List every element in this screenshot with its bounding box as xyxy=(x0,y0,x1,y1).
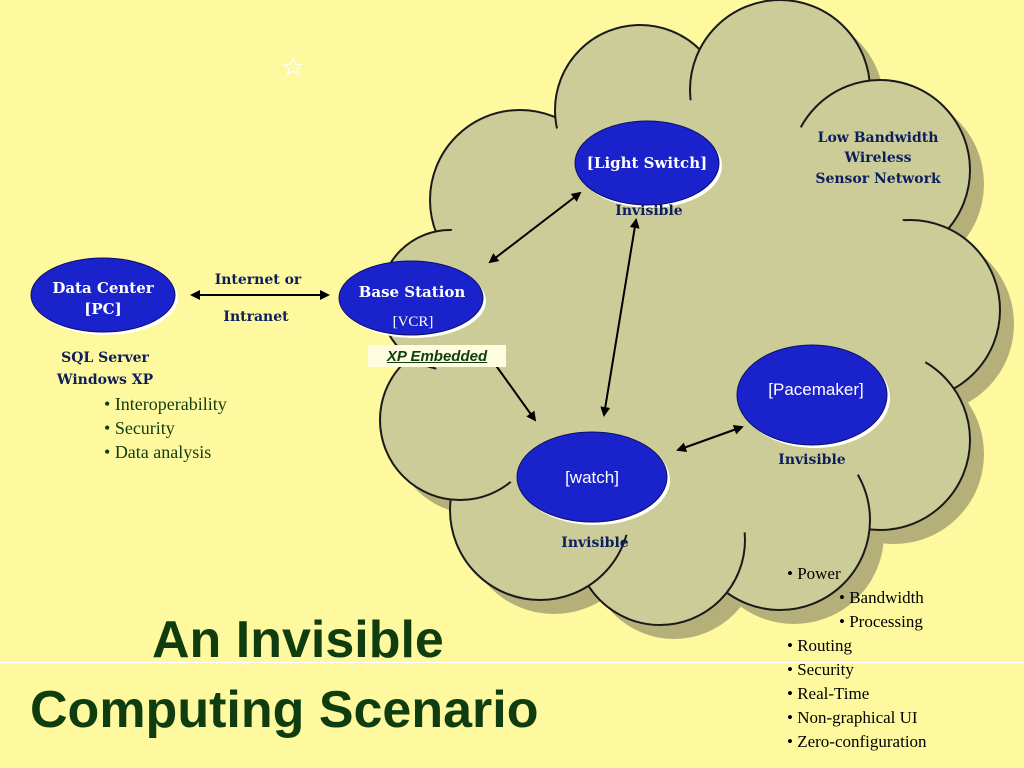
xp-embedded-badge: XP Embedded xyxy=(368,345,506,367)
pacemaker-label: [Pacemaker] xyxy=(768,380,863,399)
light-switch-label: [Light Switch] xyxy=(587,154,707,172)
slide-title-line2: Computing Scenario xyxy=(30,681,539,739)
watch-caption: Invisible xyxy=(561,535,628,551)
network-label-line3: Sensor Network xyxy=(815,171,941,187)
list-item: Routing xyxy=(787,634,927,658)
connection-arrows xyxy=(190,191,744,452)
list-item: Bandwidth xyxy=(787,586,927,610)
arrow-basestation-watch xyxy=(491,359,537,422)
arrow-lightswitch-watch xyxy=(600,218,640,417)
data-center-type: [PC] xyxy=(84,300,121,318)
arrow-watch-pacemaker xyxy=(676,425,744,452)
data-center-title: Data Center xyxy=(52,279,154,297)
list-item: Non-graphical UI xyxy=(787,706,927,730)
list-item: Real-Time xyxy=(787,682,927,706)
data-center-caption-line1: SQL Server xyxy=(61,350,149,366)
pc-features-list: Interoperability Security Data analysis xyxy=(104,392,227,464)
list-item: Zero-configuration xyxy=(787,730,926,754)
xp-embedded-label: XP Embedded xyxy=(386,347,488,365)
link-label-line1: Internet or xyxy=(215,272,302,288)
divider-line xyxy=(0,662,1024,663)
list-item: Power xyxy=(787,562,927,586)
base-station-title: Base Station xyxy=(359,283,466,301)
network-label-line1: Low Bandwidth xyxy=(818,130,939,146)
challenges-list: Power Bandwidth Processing Routing Secur… xyxy=(787,562,927,754)
list-item: Data analysis xyxy=(104,440,227,464)
list-item: Security xyxy=(104,416,227,440)
list-item: Processing xyxy=(787,610,927,634)
node-base-station: Base Station xyxy=(338,260,486,338)
base-station-type: [VCR] xyxy=(393,314,434,330)
watch-label: [watch] xyxy=(565,468,619,487)
node-watch: [watch] xyxy=(516,431,670,525)
node-pacemaker: [Pacemaker] xyxy=(736,344,890,448)
list-item: Security xyxy=(787,658,927,682)
link-label-line2: Intranet xyxy=(223,309,289,325)
node-data-center: Data Center [PC] xyxy=(30,257,178,335)
slide-title-line1: An Invisible xyxy=(152,611,444,669)
light-switch-caption: Invisible xyxy=(615,203,682,219)
star-outline-icon xyxy=(283,56,303,76)
arrow-basestation-lightswitch xyxy=(488,191,582,264)
network-label-line2: Wireless xyxy=(843,150,911,166)
vcr-label-box xyxy=(389,311,439,331)
node-light-switch: [Light Switch] xyxy=(574,120,722,208)
data-center-caption-line2: Windows XP xyxy=(56,372,154,388)
list-item: Interoperability xyxy=(104,392,227,416)
pacemaker-caption: Invisible xyxy=(778,452,845,468)
